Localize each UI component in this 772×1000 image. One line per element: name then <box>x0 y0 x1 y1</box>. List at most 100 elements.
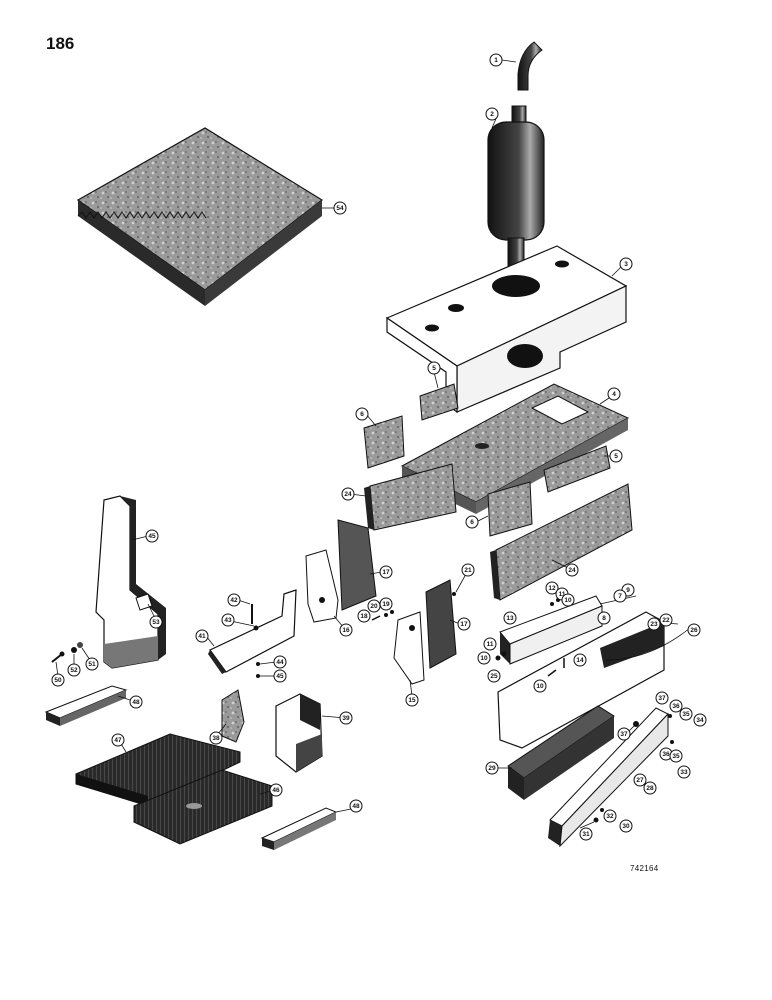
callout-label: 34 <box>696 717 704 724</box>
callout-label: 15 <box>408 697 416 704</box>
callout-label: 6 <box>470 519 474 526</box>
part-insulation-6b <box>487 481 533 537</box>
callout-c41: 41 <box>195 629 209 643</box>
part-floor-mat <box>76 127 324 306</box>
part-baffle-15 <box>393 611 425 685</box>
part-bracket-39 <box>275 693 323 773</box>
part-small-plate <box>135 593 153 611</box>
callout-label: 39 <box>342 715 350 722</box>
part-washer-51 <box>77 642 83 648</box>
callout-label: 45 <box>148 533 156 540</box>
callout-c5a: 5 <box>427 361 441 375</box>
callout-c38: 38 <box>209 731 223 745</box>
callout-c1: 1 <box>489 53 503 67</box>
callout-label: 47 <box>114 737 122 744</box>
callout-c7: 7 <box>613 589 627 603</box>
callout-label: 10 <box>564 597 572 604</box>
callout-label: 5 <box>614 453 618 460</box>
callout-c15: 15 <box>405 693 419 707</box>
callout-label: 13 <box>506 615 514 622</box>
callout-c29: 29 <box>485 761 499 775</box>
part-bracket-41 <box>208 589 297 678</box>
callout-label: 2 <box>490 111 494 118</box>
callout-label: 25 <box>490 673 498 680</box>
callout-c19: 19 <box>379 597 393 611</box>
callout-c17a: 17 <box>379 565 393 579</box>
callout-label: 24 <box>568 567 576 574</box>
callout-c14: 14 <box>573 653 587 667</box>
callout-label: 24 <box>344 491 352 498</box>
callout-c21: 21 <box>461 563 475 577</box>
callout-layer: 1235445566242445531717161521424341444518… <box>51 53 707 841</box>
callout-label: 1 <box>494 57 498 64</box>
callout-c42: 42 <box>227 593 241 607</box>
callout-c12: 12 <box>545 581 559 595</box>
callout-label: 19 <box>382 601 390 608</box>
callout-c32: 32 <box>603 809 617 823</box>
part-insulation-5b <box>543 445 611 493</box>
callout-label: 10 <box>536 683 544 690</box>
callout-c51: 51 <box>85 657 99 671</box>
callout-label: 10 <box>480 655 488 662</box>
part-rubber-mat-46 <box>133 769 273 845</box>
callout-c28: 28 <box>643 781 657 795</box>
callout-label: 31 <box>582 831 590 838</box>
callout-label: 11 <box>559 591 566 598</box>
callout-c45: 45 <box>145 529 159 543</box>
callout-label: 23 <box>650 621 658 628</box>
callout-c52: 52 <box>67 663 81 677</box>
callout-c13: 13 <box>503 611 517 625</box>
callout-c22: 22 <box>659 613 673 627</box>
part-muffler <box>487 105 545 275</box>
callout-label: 16 <box>342 627 350 634</box>
callout-c10b: 10 <box>477 651 491 665</box>
callout-c27: 27 <box>633 773 647 787</box>
callout-label: 37 <box>620 731 628 738</box>
callout-c2: 2 <box>485 107 499 121</box>
callout-label: 37 <box>658 695 666 702</box>
callout-c18: 18 <box>357 609 371 623</box>
callout-label: 48 <box>352 803 360 810</box>
callout-c35b: 35 <box>669 749 683 763</box>
callout-label: 9 <box>626 587 630 594</box>
part-lower-rail-27 <box>548 707 669 848</box>
callout-c47: 47 <box>111 733 125 747</box>
part-fasteners-18-19-20 <box>371 592 456 621</box>
callout-label: 42 <box>230 597 238 604</box>
callout-c45b: 45 <box>273 669 287 683</box>
callout-label: 7 <box>618 593 622 600</box>
callout-c5b: 5 <box>609 449 623 463</box>
part-insulation-17a <box>337 519 377 611</box>
callout-c48a: 48 <box>129 695 143 709</box>
part-angle-48b <box>260 807 338 850</box>
callout-c34: 34 <box>693 713 707 727</box>
callout-label: 33 <box>680 769 688 776</box>
callout-c43: 43 <box>221 613 235 627</box>
callout-label: 26 <box>690 627 698 634</box>
callout-c24b: 24 <box>565 563 579 577</box>
callout-c53: 53 <box>149 615 163 629</box>
callout-label: 53 <box>152 619 160 626</box>
callout-c30: 30 <box>619 819 633 833</box>
part-rubber-mat-47 <box>75 733 241 807</box>
callout-label: 20 <box>370 603 378 610</box>
callout-label: 41 <box>198 633 206 640</box>
callout-label: 3 <box>624 261 628 268</box>
callout-c24a: 24 <box>341 487 355 501</box>
part-side-plate-23 <box>497 611 665 749</box>
callout-c44: 44 <box>273 655 287 669</box>
callout-label: 50 <box>54 677 62 684</box>
callout-c35a: 35 <box>679 707 693 721</box>
callout-c26: 26 <box>687 623 701 637</box>
callout-label: 5 <box>432 365 436 372</box>
callout-label: 28 <box>646 785 654 792</box>
callout-label: 14 <box>576 657 584 664</box>
part-bolt-50 <box>51 651 65 663</box>
callout-c33: 33 <box>677 765 691 779</box>
callout-c39: 39 <box>339 711 353 725</box>
callout-c37b: 37 <box>617 727 631 741</box>
callout-label: 17 <box>382 569 390 576</box>
callout-label: 21 <box>464 567 472 574</box>
callout-label: 44 <box>276 659 284 666</box>
